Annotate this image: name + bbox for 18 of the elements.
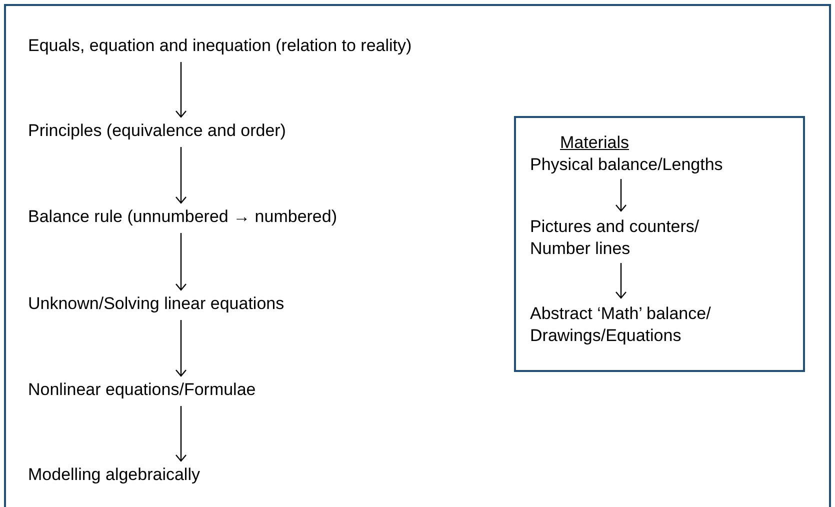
step-text: Abstract ‘Math’ balance/ Drawings/Equations [530,303,712,347]
arrow [615,179,627,212]
arrow [615,263,627,299]
step-text: Nonlinear equations/Formulae [28,379,257,401]
step-text: Principles (equivalence and order) [28,120,287,142]
arrow [175,147,187,204]
arrow [175,406,187,462]
step-text: Unknown/Solving linear equations [28,293,286,315]
arrow [175,62,187,118]
arrow [175,233,187,291]
arrow [175,320,187,377]
step-text: Pictures and counters/ Number lines [530,216,700,260]
step-text: Balance rule (unnumbered → numbered) [28,206,338,228]
step-text: Modelling algebraically [28,464,201,486]
step-text: Physical balance/Lengths [530,154,724,176]
step-text: Equals, equation and inequation (relation to reality) [28,35,413,57]
materials-panel [514,116,805,372]
panel-heading: Materials [560,132,630,154]
